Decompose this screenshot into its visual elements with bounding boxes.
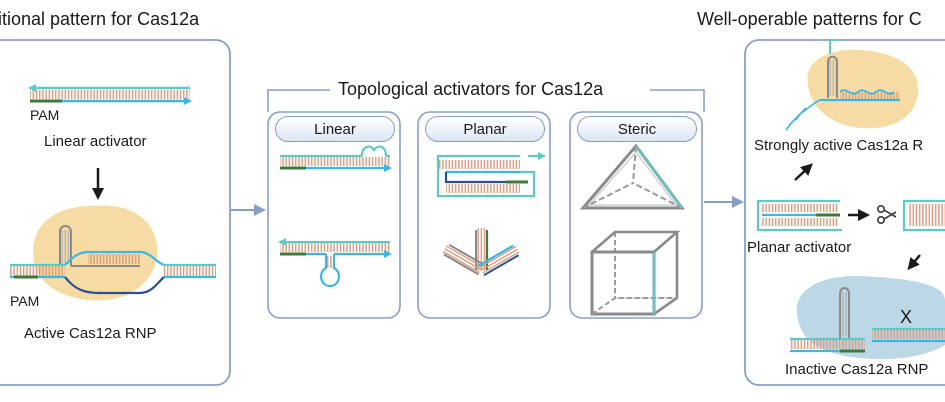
tetrahedron-activator (579, 143, 685, 210)
tab-planar: Planar (425, 116, 545, 142)
inactive-mark-x: X (900, 307, 913, 327)
heading-conventional-pattern: itional pattern for Cas12a (0, 9, 200, 29)
arrow-diagonal-icon (907, 254, 921, 271)
right-planar-activator-cut (902, 199, 945, 232)
scissors-icon (876, 205, 897, 225)
three-way-junction (442, 228, 520, 277)
active-rnp-label: Active Cas12a RNP (24, 325, 157, 342)
inactive-rnp-label: Inactive Cas12a RNP (785, 361, 929, 378)
left-panel-frame (0, 39, 231, 386)
linear-activator-duplex (28, 84, 192, 105)
pam-label-bottom: PAM (10, 293, 40, 309)
heading-well-operable-patterns: Well-operable patterns for C (697, 9, 922, 29)
tab-linear: Linear (275, 116, 395, 142)
tab-steric: Steric (577, 116, 697, 142)
arrow-diagonal-icon (794, 163, 813, 181)
cas12a-protein (807, 49, 919, 129)
heading-topological-activators: Topological activators for Cas12a (334, 80, 608, 98)
planar-activator (436, 152, 546, 198)
cube-activator (590, 230, 681, 316)
strongly-active-label: Strongly active Cas12a R (754, 137, 924, 154)
linear-activator-label: Linear activator (44, 133, 147, 150)
linear-hairpin-activator (280, 145, 392, 172)
planar-activator-label: Planar activator (747, 239, 852, 256)
right-panel-frame (744, 39, 945, 386)
planar-panel-frame (417, 111, 551, 319)
right-planar-activator-cut-bases (908, 204, 945, 226)
linear-panel-frame (267, 111, 401, 319)
active-rnp-complex (10, 205, 216, 301)
strongly-active-rnp (785, 39, 919, 131)
center-bracket (267, 89, 705, 112)
right-planar-activator (756, 199, 842, 232)
linear-bulge-activator (278, 238, 392, 288)
inactive-rnp (790, 275, 945, 360)
pam-label-top: PAM (30, 107, 60, 123)
steric-panel-frame (569, 111, 703, 319)
